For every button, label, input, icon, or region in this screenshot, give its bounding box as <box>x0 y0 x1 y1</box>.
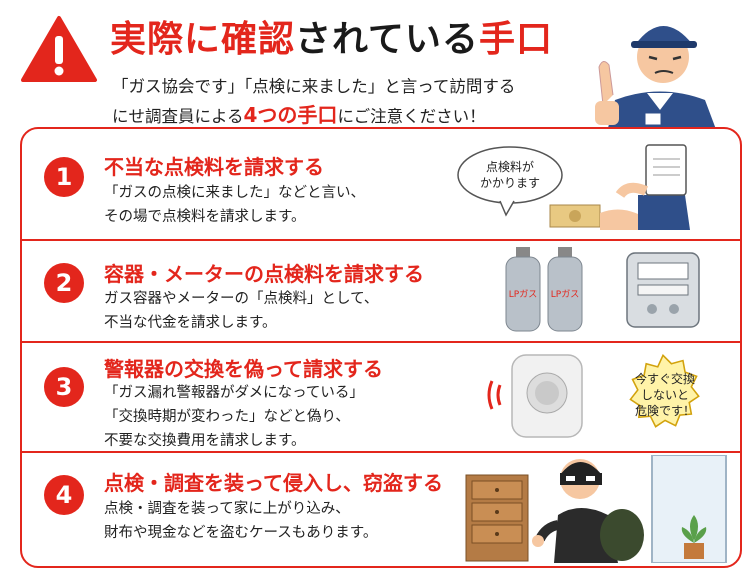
desc-line: ガス容器やメーターの「点検料」として、 <box>104 291 379 307</box>
gas-alarm-icon <box>511 354 583 438</box>
bubble-line: 点検料が <box>486 159 534 174</box>
desc-line: 「ガス漏れ警報器がダメになっている」 <box>104 385 364 401</box>
burglar-icon <box>532 459 644 563</box>
cylinder-label: LPガス <box>509 289 537 300</box>
plant-icon <box>681 515 707 559</box>
warning-icon <box>21 16 97 82</box>
method-desc: 「ガスの点検に来ました」などと言い、 その場で点検料を請求します。 <box>104 181 365 229</box>
method-title: 不当な点検料を請求する <box>104 155 324 179</box>
gas-cylinder-icon: LPガス <box>505 247 541 332</box>
bubble-line: かかります <box>480 176 540 190</box>
method-title: 点検・調査を装って侵入し、窃盗する <box>104 471 443 495</box>
title-part-3: 手口 <box>478 19 553 60</box>
desc-line: 不当な代金を請求します。 <box>104 315 277 331</box>
title-part-2: されている <box>295 19 479 60</box>
fee-request-illustration: 点検料が かかります <box>457 144 690 230</box>
number-badge: 2 <box>44 263 84 303</box>
desc-line: 財布や現金などを盗むケースもあります。 <box>104 525 378 541</box>
method-row-4: 4 点検・調査を装って侵入し、窃盗する 点検・調査を装って家に上がり込み、 財布… <box>22 453 740 566</box>
header: 実際に確認されている手口 「ガス協会です」「点検に来ました」と言って訪問する に… <box>0 0 745 140</box>
page-title: 実際に確認されている手口 <box>110 10 553 62</box>
gas-cylinder-icon: LPガス <box>547 247 583 332</box>
alarm-illustration: 今すぐ交換 しないと 危険です！ <box>487 353 700 438</box>
desc-line: 点検・調査を装って家に上がり込み、 <box>104 501 350 517</box>
desc-line: 「交換時期が変わった」などと偽り、 <box>104 409 350 425</box>
desc-line: その場で点検料を請求します。 <box>104 209 306 225</box>
bubble-line: 危険です！ <box>635 404 695 418</box>
bubble-line: 今すぐ交換 <box>635 371 695 386</box>
methods-panel: 1 不当な点検料を請求する 「ガスの点検に来ました」などと言い、 その場で点検料… <box>20 127 742 568</box>
subtitle: 「ガス協会です」「点検に来ました」と言って訪問する にせ調査員による4つの手口に… <box>112 72 515 131</box>
row-divider <box>22 451 740 453</box>
method-row-3: 3 警報器の交換を偽って請求する 「ガス漏れ警報器がダメになっている」 「交換時… <box>22 343 740 451</box>
method-title: 容器・メーターの点検料を請求する <box>104 262 424 286</box>
subtitle-line-2-pre: にせ調査員による <box>112 107 244 126</box>
subtitle-line-2: にせ調査員による4つの手口にご注意ください！ <box>112 101 515 131</box>
subtitle-line-2-post: にご注意ください！ <box>337 107 486 126</box>
dresser-icon <box>465 474 529 562</box>
number-badge: 4 <box>44 475 84 515</box>
title-part-1: 実際に確認 <box>110 19 296 60</box>
method-row-2: 2 容器・メーターの点検料を請求する ガス容器やメーターの「点検料」として、 不… <box>22 241 740 341</box>
number-badge: 3 <box>44 367 84 407</box>
gas-cylinder-meter-illustration: LPガス LPガス <box>505 247 700 332</box>
method-desc: 点検・調査を装って家に上がり込み、 財布や現金などを盗むケースもあります。 <box>104 497 377 545</box>
fake-inspector-illustration <box>595 26 720 140</box>
method-row-1: 1 不当な点検料を請求する 「ガスの点検に来ました」などと言い、 その場で点検料… <box>22 129 740 239</box>
method-desc: 「ガス漏れ警報器がダメになっている」 「交換時期が変わった」などと偽り、 不要な… <box>104 381 364 453</box>
cylinder-label: LPガス <box>551 289 579 300</box>
number-badge: 1 <box>44 157 84 197</box>
method-title: 警報器の交換を偽って請求する <box>104 357 383 381</box>
warning-bubble: 今すぐ交換 しないと 危険です！ <box>629 353 700 428</box>
row-divider <box>22 239 740 241</box>
subtitle-highlight: 4つの手口 <box>243 103 338 127</box>
desc-line: 不要な交換費用を請求します。 <box>104 433 306 449</box>
row-divider <box>22 341 740 343</box>
bubble-line: しないと <box>641 388 689 402</box>
gas-meter-icon <box>626 252 700 328</box>
desc-line: 「ガスの点検に来ました」などと言い、 <box>104 185 365 201</box>
subtitle-line-1: 「ガス協会です」「点検に来ました」と言って訪問する <box>112 77 516 96</box>
method-desc: ガス容器やメーターの「点検料」として、 不当な代金を請求します。 <box>104 287 378 335</box>
burglar-illustration <box>465 455 727 563</box>
